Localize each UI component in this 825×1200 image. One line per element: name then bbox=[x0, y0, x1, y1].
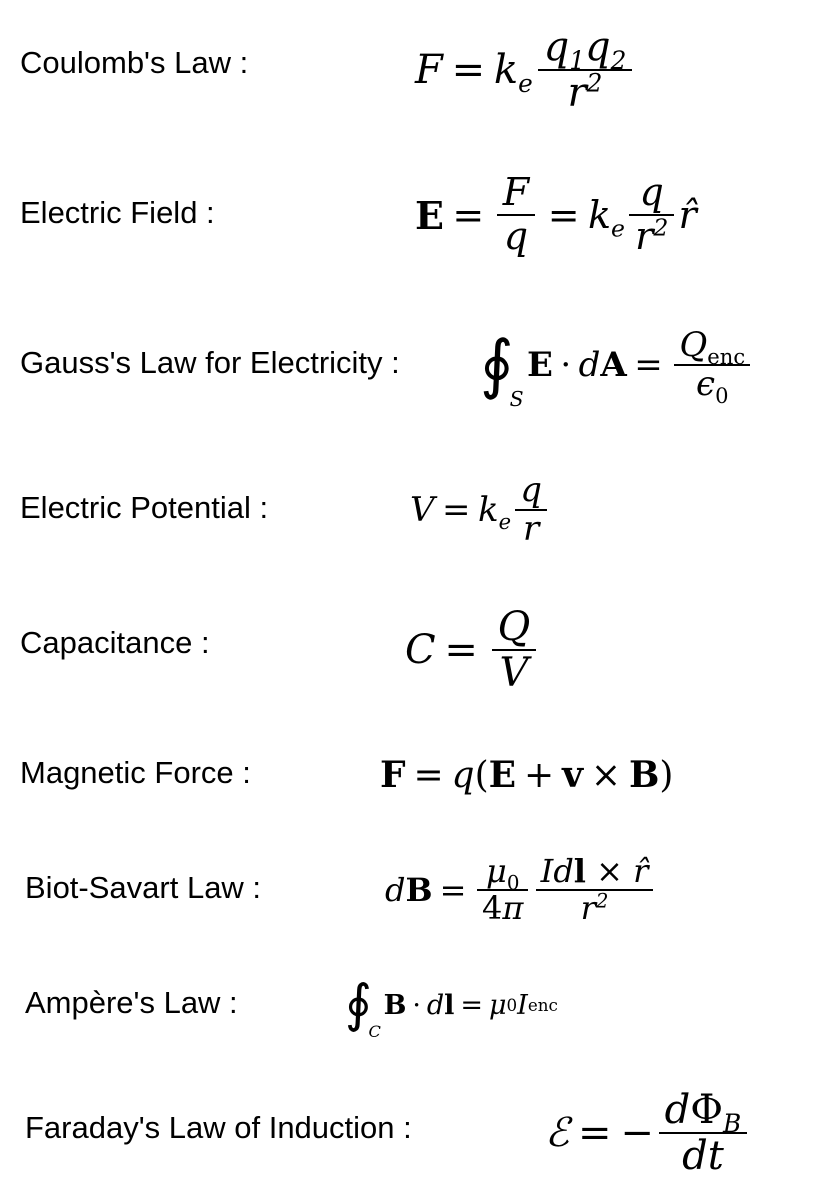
formula-equation: F=q(E+v×B) bbox=[380, 754, 674, 796]
contour-integral-icon: ∮ bbox=[345, 974, 372, 1035]
formula-label: Biot-Savart Law : bbox=[25, 870, 262, 905]
formula-label: Capacitance : bbox=[20, 625, 210, 660]
formula-label: Ampère's Law : bbox=[25, 985, 238, 1020]
formula-row-magnetic-force: Magnetic Force : F=q(E+v×B) bbox=[0, 740, 825, 810]
formula-label: Electric Field : bbox=[20, 195, 215, 230]
formula-label: Magnetic Force : bbox=[20, 755, 251, 790]
contour-integral-icon: ∮ bbox=[480, 326, 514, 402]
formula-label: Faraday's Law of Induction : bbox=[25, 1110, 412, 1145]
formula-label: Coulomb's Law : bbox=[20, 45, 249, 80]
formula-label: Electric Potential : bbox=[20, 490, 269, 525]
formula-label: Gauss's Law for Electricity : bbox=[20, 345, 400, 380]
